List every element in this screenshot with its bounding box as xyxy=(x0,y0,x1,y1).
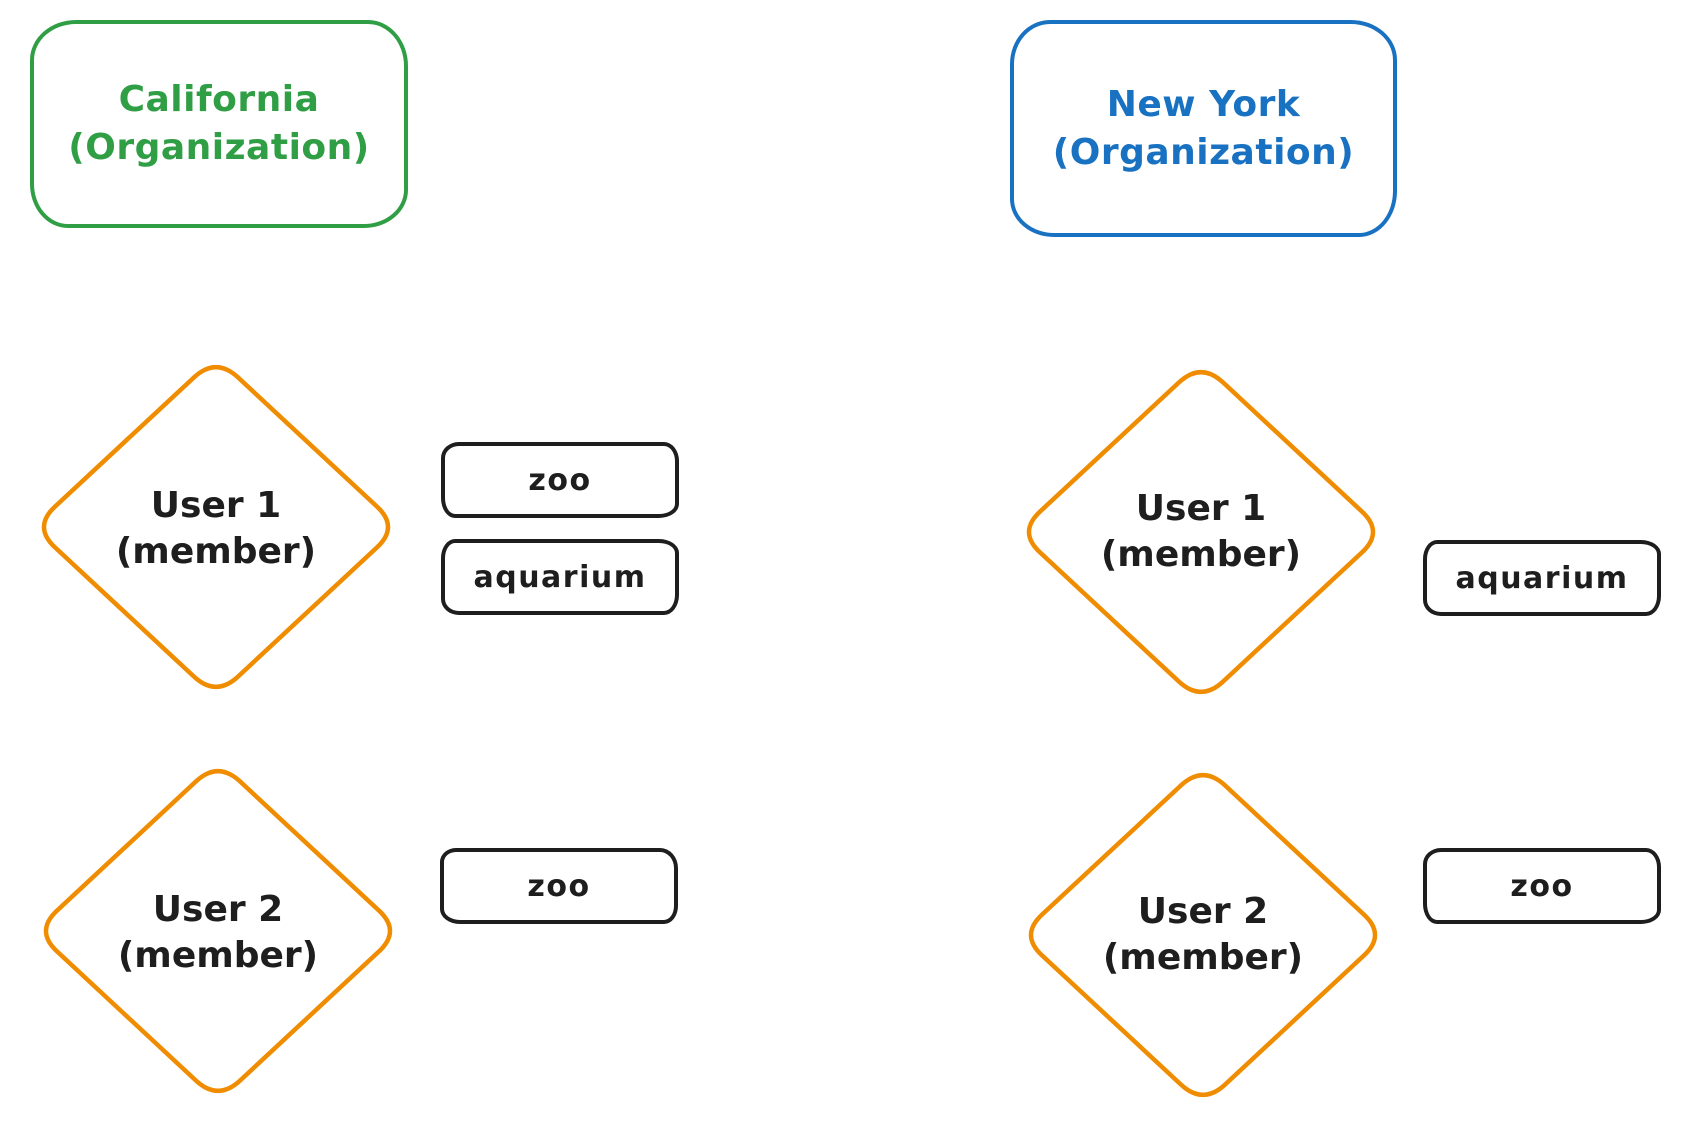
tag-aquarium-california-user1: aquarium xyxy=(441,539,679,615)
diamond-outline xyxy=(43,768,393,1094)
tag-zoo-new-york-user2: zoo xyxy=(1423,848,1661,924)
org-name: California xyxy=(118,79,320,120)
tag-label: zoo xyxy=(528,462,592,498)
diamond-outline xyxy=(41,364,391,690)
org-box-new-york: New York (Organization) xyxy=(1010,20,1397,237)
diamond-outline xyxy=(1026,369,1376,695)
member-label-new-york-user2: User 2 (member) xyxy=(1103,889,1303,981)
member-name: User 1 xyxy=(150,485,282,526)
tag-zoo-california-user1: zoo xyxy=(441,442,679,518)
org-box-california: California (Organization) xyxy=(30,20,408,228)
member-diamond-new-york-user1 xyxy=(1026,369,1376,695)
member-role-label: (member) xyxy=(1100,534,1302,575)
tag-label: zoo xyxy=(527,868,591,904)
member-role-label: (member) xyxy=(1102,937,1304,978)
member-name: User 2 xyxy=(1137,891,1269,932)
member-role-label: (member) xyxy=(115,531,317,572)
member-diamond-new-york-user2 xyxy=(1028,772,1378,1098)
org-type-label: (Organization) xyxy=(68,127,370,168)
tag-label: aquarium xyxy=(1455,560,1629,596)
member-label-california-user2: User 2 (member) xyxy=(118,887,318,979)
tag-aquarium-new-york-user1: aquarium xyxy=(1423,540,1661,616)
member-label-new-york-user1: User 1 (member) xyxy=(1101,486,1301,578)
member-diamond-california-user2 xyxy=(43,768,393,1094)
member-diamond-california-user1 xyxy=(41,364,391,690)
tag-label: zoo xyxy=(1510,868,1574,904)
member-name: User 2 xyxy=(152,889,284,930)
member-role-label: (member) xyxy=(117,935,319,976)
tag-label: aquarium xyxy=(473,559,647,595)
tag-zoo-california-user2: zoo xyxy=(440,848,678,924)
member-name: User 1 xyxy=(1135,488,1267,529)
diamond-outline xyxy=(1028,772,1378,1098)
org-type-label: (Organization) xyxy=(1052,131,1355,173)
org-name: New York xyxy=(1106,83,1301,125)
member-label-california-user1: User 1 (member) xyxy=(116,483,316,575)
